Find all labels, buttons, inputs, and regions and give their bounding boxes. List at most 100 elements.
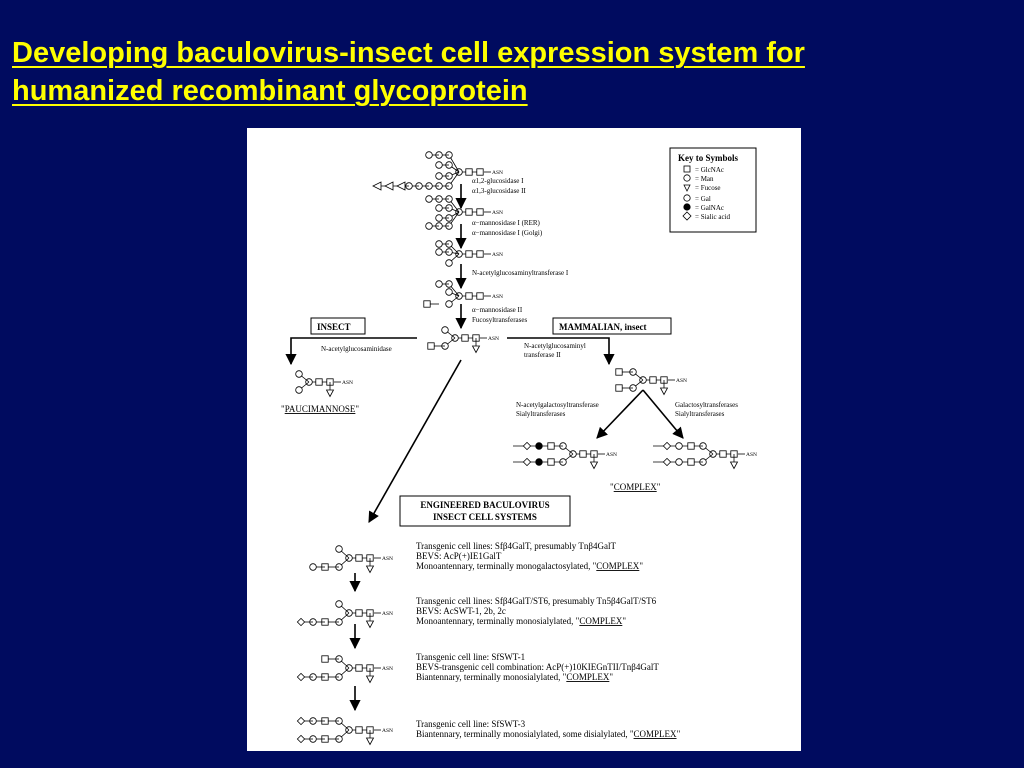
glcnac-square <box>615 368 623 376</box>
entry3-line2: BEVS-transgenic cell combination: AcP(+)… <box>416 662 659 672</box>
key-man-circle <box>683 174 691 182</box>
glcnac-square <box>615 384 623 392</box>
asn-label: ASN <box>492 252 503 258</box>
entry4-line2: Biantennary, terminally monosialylated, … <box>416 729 681 739</box>
glcnac-square <box>687 442 695 450</box>
asn-label: ASN <box>606 452 617 458</box>
asn-label: ASN <box>342 380 353 386</box>
slide-title-line2: humanized recombinant glycoprotein <box>12 75 528 107</box>
enzyme-mannosidase-2: α−mannosidase II <box>472 306 523 314</box>
asn-label: ASN <box>382 611 393 617</box>
glycan-glc3man9: ASN <box>372 151 503 191</box>
key-sialic-diamond <box>682 211 692 221</box>
gnt2-label-line1: N-acetylglucosaminyl <box>524 342 586 350</box>
mannose-circle <box>335 600 343 608</box>
fucose-triangle <box>729 461 739 470</box>
glycan-man5: ASN <box>435 240 503 267</box>
mannose-circle <box>425 222 433 230</box>
mannose-circle <box>435 161 443 169</box>
glcnac-square <box>315 378 323 386</box>
asn-label: ASN <box>492 170 503 176</box>
mannose-circle <box>335 545 343 553</box>
glycosylation-pathway-figure: Key to Symbols = GlcNAc = Man = Fucose =… <box>247 128 801 751</box>
insect-box-label: INSECT <box>317 322 351 332</box>
slide-title-line1: Developing baculovirus-insect cell expre… <box>12 37 805 69</box>
arrow-engineered <box>368 359 462 523</box>
sialic-acid-diamond <box>296 672 306 682</box>
entry1-line2: BEVS: AcP(+)IE1GalT <box>416 551 502 561</box>
glcnac-square <box>547 442 555 450</box>
glycan-engineered-4: ASN <box>296 716 393 746</box>
engineered-branch: ENGINEERED BACULOVIRUS INSECT CELL SYSTE… <box>349 359 681 739</box>
asn-label: ASN <box>382 666 393 672</box>
fucose-triangle <box>471 345 481 354</box>
fucose-triangle <box>365 620 375 629</box>
arrow-complex-left <box>596 389 644 439</box>
glcnac-square <box>355 664 363 672</box>
enzyme-glucosidase-1: α1,2-glucosidase I <box>472 177 524 185</box>
glcnac-square <box>687 458 695 466</box>
glycan-complex-galnac: ASN <box>513 441 617 470</box>
galnac-transferase-label: N-acetylgalactosyltransferase <box>516 401 599 409</box>
glycan-engineered-3: ASN <box>296 655 393 684</box>
glucose-triangle <box>396 181 406 191</box>
sialic-acid-diamond <box>296 617 306 627</box>
glcnac-square <box>465 292 473 300</box>
mammalian-box-label: MAMMALIAN, insect <box>559 322 646 332</box>
mammalian-branch: MAMMALIAN, insect N-acetylglucosaminyl t… <box>507 317 738 492</box>
glycan-complex-gal: ASN <box>653 441 757 470</box>
entry3-line1: Transgenic cell line: SfSWT-1 <box>416 652 525 662</box>
mannose-circle <box>445 259 453 267</box>
insect-branch: INSECT N-acetylglucosaminidase "PAUCIMAN… <box>281 317 417 414</box>
entry4-line1: Transgenic cell line: SfSWT-3 <box>416 719 526 729</box>
glcnac-square <box>355 554 363 562</box>
glycan-man9: ASN <box>425 195 503 230</box>
arrow-mammalian <box>507 337 615 366</box>
glcnac-square <box>465 250 473 258</box>
glcnac-square <box>579 450 587 458</box>
mannose-circle <box>295 386 303 394</box>
glycan-engineered-1: ASN <box>309 545 393 574</box>
entry1-line1: Transgenic cell lines: Sfβ4GalT, presuma… <box>416 541 616 551</box>
galnac-circle <box>535 442 543 450</box>
glcnac-square <box>465 208 473 216</box>
key-glcnac-square <box>683 165 691 173</box>
glcnac-square <box>461 334 469 342</box>
asn-label: ASN <box>488 336 499 342</box>
mannose-circle <box>435 204 443 212</box>
mannose-circle <box>441 326 449 334</box>
glcnac-square <box>476 292 484 300</box>
mannose-circle <box>435 172 443 180</box>
glcnac-square <box>321 655 329 663</box>
key-fucose-triangle <box>683 184 691 192</box>
sialyltransferase-right-label: Sialyltransferases <box>675 410 725 418</box>
sialic-acid-diamond <box>522 457 532 467</box>
arrow-complex-right <box>642 389 684 439</box>
glcnac-square <box>476 168 484 176</box>
gnt2-label-line2: transferase II <box>524 351 561 359</box>
pathway-diagram: Key to Symbols = GlcNAc = Man = Fucose =… <box>281 147 757 746</box>
entry2-line3: Monoantennary, terminally monosialylated… <box>416 616 626 626</box>
sialyltransferase-left-label: Sialyltransferases <box>516 410 566 418</box>
glycan-glcnacman5: ASN <box>423 280 503 308</box>
mannose-circle <box>435 280 443 288</box>
glcnac-square <box>649 376 657 384</box>
enzyme-gnt1: N-acetylglucosaminyltransferase I <box>472 269 569 277</box>
mannose-circle <box>435 214 443 222</box>
entry3-line3: Biantennary, terminally monosialylated, … <box>416 672 613 682</box>
fucose-triangle <box>659 387 669 396</box>
fucose-triangle <box>365 675 375 684</box>
sialic-acid-diamond <box>296 734 306 744</box>
mannose-circle <box>675 442 683 450</box>
sialic-acid-diamond <box>296 716 306 726</box>
glcnac-square <box>465 168 473 176</box>
mannose-circle <box>425 195 433 203</box>
enzyme-glucosidase-2: α1,3-glucosidase II <box>472 187 526 195</box>
mannose-circle <box>309 563 317 571</box>
symbol-key: Key to Symbols = GlcNAc = Man = Fucose =… <box>669 147 757 233</box>
key-gal-circle <box>683 194 691 202</box>
glycan-glcnacman3fuc: ASN <box>427 326 499 354</box>
entry2-line2: BEVS: AcSWT-1, 2b, 2c <box>416 606 506 616</box>
asn-label: ASN <box>382 556 393 562</box>
